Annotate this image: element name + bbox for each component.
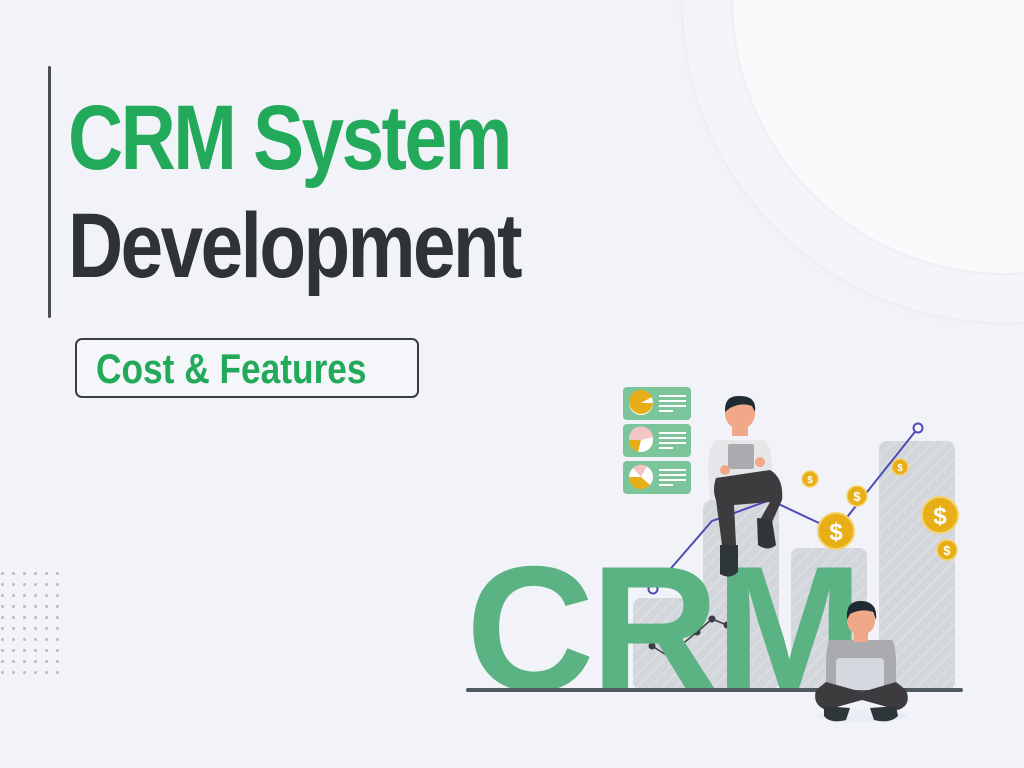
subtitle-label: Cost & Features [96,345,367,392]
report-cards [623,387,691,494]
person-sitting-with-tablet [708,395,783,577]
subtitle-badge [75,338,419,398]
svg-text:$: $ [807,475,813,486]
dot-grid-decoration [0,568,60,680]
svg-text:$: $ [943,543,951,558]
page-title-line2: Development [68,195,523,297]
dollar-coins: $ $ $ $ $ $ [801,458,959,561]
coin-icon: $ [846,485,868,507]
coin-icon: $ [817,512,855,550]
page-title-line1: CRM System [68,87,512,189]
svg-text:$: $ [829,519,843,546]
coin-icon: $ [921,496,959,534]
svg-text:$: $ [897,463,903,474]
report-card-2 [623,424,691,457]
title-accent-bar [48,66,51,318]
report-card-1 [623,387,691,420]
crm-big-letters: CRM [466,529,859,728]
coin-icon: $ [891,458,909,476]
person-with-laptop [815,600,908,722]
coin-icon: $ [801,470,819,488]
coin-icon: $ [936,539,958,561]
svg-text:$: $ [933,503,947,530]
report-card-3 [623,461,691,494]
svg-text:$: $ [853,489,861,504]
